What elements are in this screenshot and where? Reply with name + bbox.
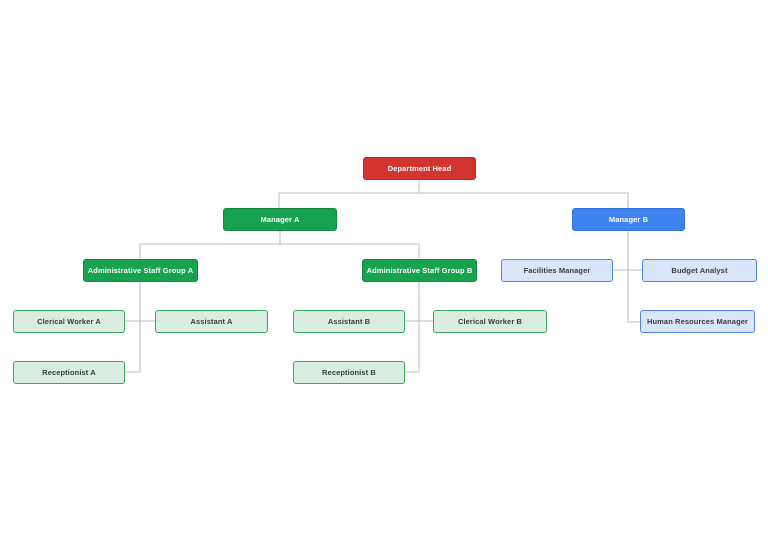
org-node-label: Facilities Manager [523,265,591,275]
org-node-label: Manager B [608,214,649,224]
org-node-assistant-a: Assistant A [155,310,268,333]
org-node-label: Budget Analyst [671,265,728,275]
org-node-admin-staff-group-b: Administrative Staff Group B [362,259,477,282]
org-node-label: Clerical Worker B [457,316,523,326]
org-node-label: Administrative Staff Group A [87,265,194,275]
org-node-label: Receptionist B [322,367,376,377]
connector-admin-staff-group-b-to-assistant-b [405,282,420,322]
connector-manager-b-to-facilities-manager [613,231,629,271]
connector-admin-staff-group-b-to-clerical-worker-b [418,282,433,322]
org-node-receptionist-b: Receptionist B [293,361,405,384]
org-node-assistant-b: Assistant B [293,310,405,333]
org-node-admin-staff-group-a: Administrative Staff Group A [83,259,198,282]
org-node-clerical-worker-a: Clerical Worker A [13,310,125,333]
connector-manager-a-to-admin-staff-group-a [139,231,281,259]
org-node-label: Administrative Staff Group B [366,265,473,275]
org-node-human-resources-manager: Human Resources Manager [640,310,755,333]
connector-manager-b-to-budget-analyst [627,231,642,271]
org-node-label: Assistant A [190,316,233,326]
connector-department-head-to-manager-a [278,180,420,208]
org-node-manager-a: Manager A [223,208,337,231]
org-node-label: Department Head [387,163,452,173]
org-node-label: Clerical Worker A [37,316,101,326]
connector-admin-staff-group-a-to-assistant-a [139,282,155,322]
org-node-receptionist-a: Receptionist A [13,361,125,384]
org-node-clerical-worker-b: Clerical Worker B [433,310,547,333]
connector-admin-staff-group-a-to-receptionist-a [125,282,141,373]
connector-admin-staff-group-b-to-receptionist-b [405,282,420,373]
connector-department-head-to-manager-b [418,180,629,208]
org-node-department-head: Department Head [363,157,476,180]
connector-manager-b-to-human-resources-manager [627,231,640,323]
connector-manager-a-to-admin-staff-group-b [279,231,420,259]
org-node-manager-b: Manager B [572,208,685,231]
org-node-facilities-manager: Facilities Manager [501,259,613,282]
org-node-budget-analyst: Budget Analyst [642,259,757,282]
org-node-label: Human Resources Manager [646,316,749,326]
org-node-label: Receptionist A [42,367,96,377]
connector-admin-staff-group-a-to-clerical-worker-a [125,282,141,322]
org-node-label: Manager A [260,214,300,224]
org-node-label: Assistant B [327,316,371,326]
